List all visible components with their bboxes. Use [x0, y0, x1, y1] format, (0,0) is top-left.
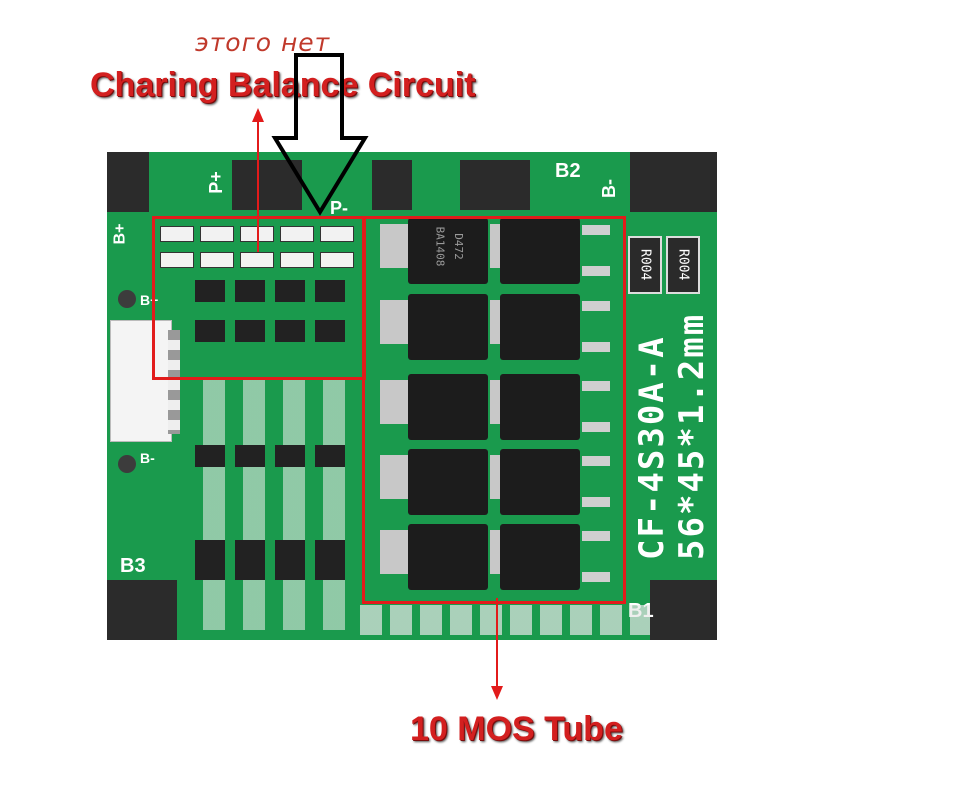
red-arrowhead-up [252, 108, 264, 122]
mosfet-tab [490, 380, 500, 424]
smd-resistor [280, 226, 314, 242]
mosfet [500, 294, 580, 360]
protection-ic [235, 445, 265, 467]
smd-resistor [280, 252, 314, 268]
mosfet-tab [380, 530, 408, 574]
mosfet-lead [582, 301, 610, 311]
balance-ic [235, 280, 265, 302]
mosfet [408, 218, 488, 284]
mosfet [500, 218, 580, 284]
silk-b2: B2 [555, 160, 581, 182]
balance-ic [195, 280, 225, 302]
pad-top-left [107, 152, 149, 212]
mosfet-lead [582, 531, 610, 541]
mosfet-lead [582, 497, 610, 507]
smd-resistor [320, 252, 354, 268]
mosfet [408, 294, 488, 360]
silk-b-minus-left: B- [140, 450, 155, 466]
mosfet-tab [490, 224, 500, 268]
transistor-array [195, 540, 225, 580]
shunt-resistor: R004 [666, 236, 700, 294]
balance-ic [275, 320, 305, 342]
mosfet [408, 374, 488, 440]
mosfet-lead [582, 456, 610, 466]
silk-b3: B3 [120, 555, 146, 577]
black-arrow-down [271, 53, 369, 216]
smd-resistor [200, 252, 234, 268]
mount-hole [118, 455, 136, 473]
mosfet-lead [582, 572, 610, 582]
balance-connector [110, 320, 172, 442]
mosfet-lead [582, 422, 610, 432]
transistor-array [315, 540, 345, 580]
mos-tube-highlight [362, 216, 626, 604]
mosfet-tab [380, 380, 408, 424]
protection-ic [315, 445, 345, 467]
mosfet [500, 374, 580, 440]
transistor-array [275, 540, 305, 580]
annotation-note: этого нет [195, 28, 331, 57]
balance-ic [315, 320, 345, 342]
mos-tube-label: 10 MOS Tube [410, 710, 623, 748]
connector-pins [168, 330, 180, 434]
mosfet-tab [380, 455, 408, 499]
balance-ic [235, 320, 265, 342]
shunt-resistor: R004 [628, 236, 662, 294]
smd-resistor [160, 252, 194, 268]
transistor-array [235, 540, 265, 580]
smd-resistor [160, 226, 194, 242]
protection-ic [195, 445, 225, 467]
pad-b3 [107, 580, 177, 640]
mosfet-lead [582, 381, 610, 391]
component-array [195, 380, 350, 630]
mosfet-tab [380, 224, 408, 268]
pad-b2 [460, 160, 530, 210]
pad-b-minus [630, 152, 717, 212]
mosfet [500, 449, 580, 515]
mosfet-tab [490, 530, 500, 574]
mosfet [408, 524, 488, 590]
pad-p-minus [372, 160, 412, 210]
balance-ic [195, 320, 225, 342]
mosfet-tab [490, 300, 500, 344]
red-arrowhead-down [491, 686, 503, 700]
mosfet-lead [582, 225, 610, 235]
balance-ic [275, 280, 305, 302]
mosfet-tab [490, 455, 500, 499]
protection-ic [275, 445, 305, 467]
mosfet [408, 449, 488, 515]
smd-resistor [320, 226, 354, 242]
mount-hole [118, 290, 136, 308]
smd-resistor [200, 226, 234, 242]
smd-resistor [240, 252, 274, 268]
mosfet-lead [582, 266, 610, 276]
mosfet-tab [380, 300, 408, 344]
mosfet [500, 524, 580, 590]
silk-p-minus: P- [330, 198, 348, 218]
bottom-component-row [360, 605, 650, 635]
charging-balance-label: Charing Balance Circuit [90, 66, 476, 104]
pad-p-plus [232, 160, 302, 210]
mosfet-lead [582, 342, 610, 352]
balance-ic [315, 280, 345, 302]
pad-b1 [650, 580, 717, 640]
